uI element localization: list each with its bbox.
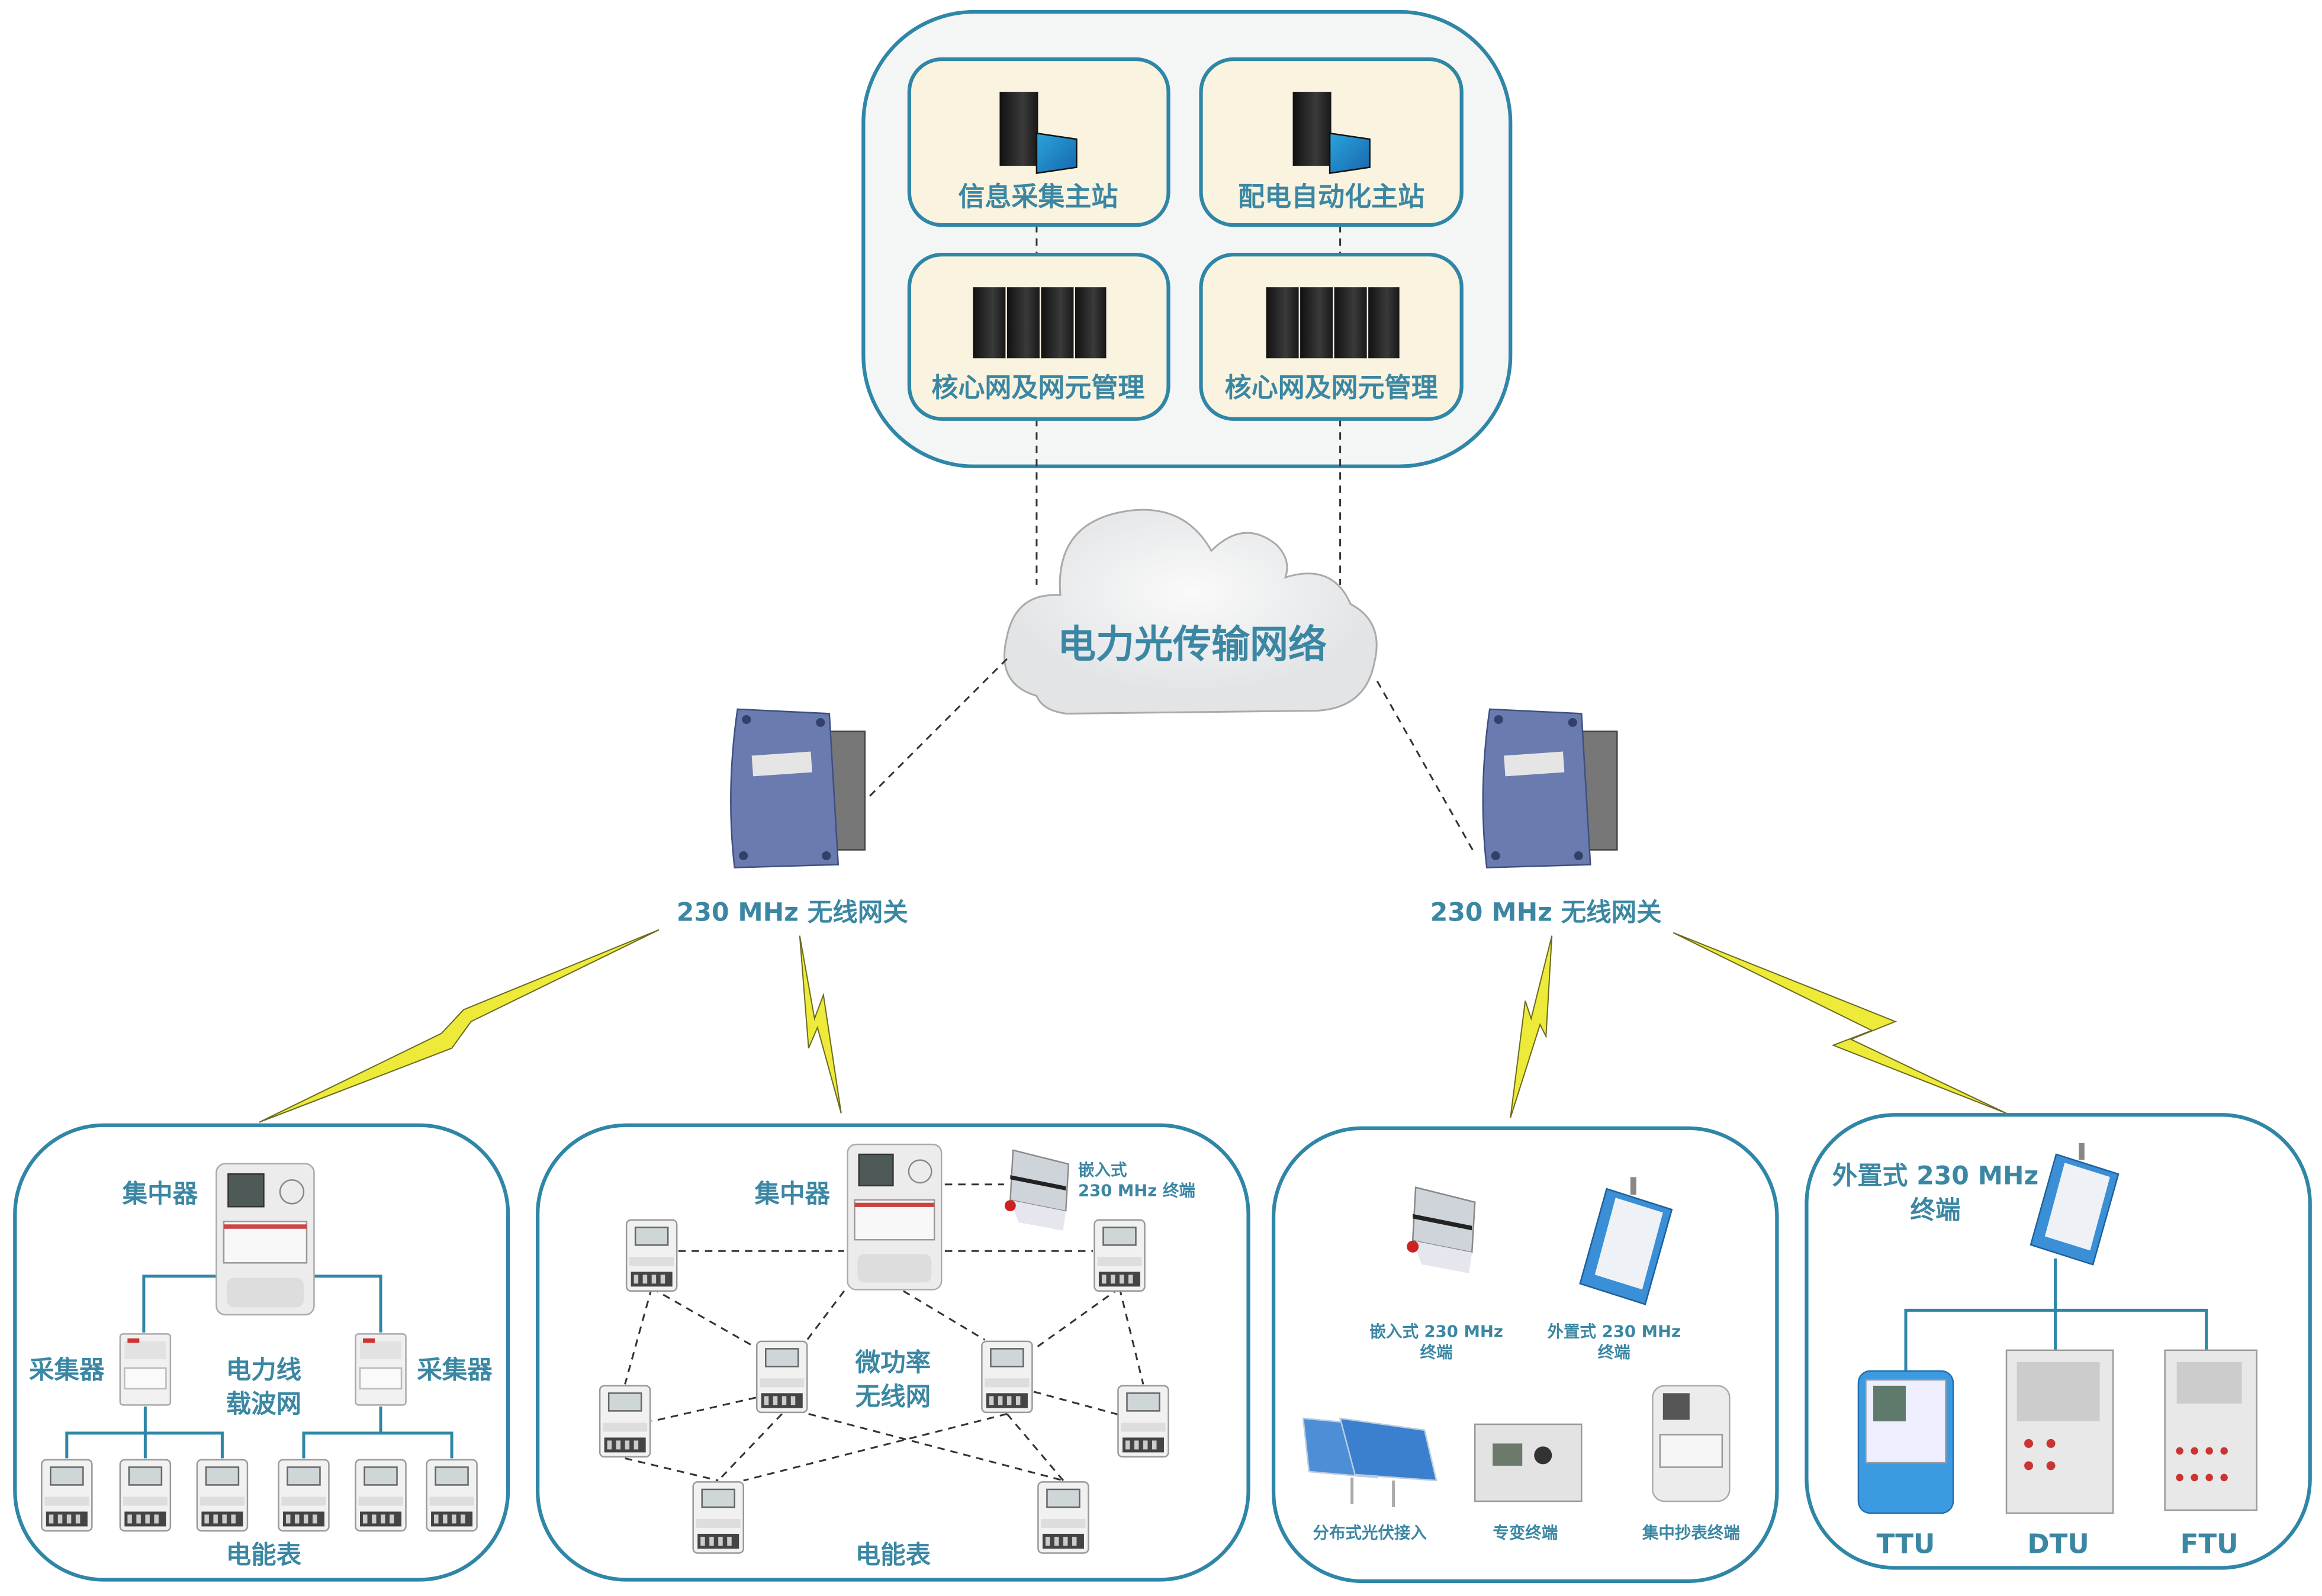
meter-device xyxy=(196,1459,249,1532)
server-rack-icon xyxy=(1266,287,1400,359)
meter-device xyxy=(692,1481,744,1554)
server-rack-icon xyxy=(973,287,1107,359)
distribution-automation-box: 外置式 230 MHz 终端 TTU DTU FTU xyxy=(1805,1113,2312,1570)
gateway-device-right xyxy=(1482,708,1618,868)
collector-label-left: 采集器 xyxy=(29,1356,105,1385)
meter-device xyxy=(1117,1385,1169,1458)
meter-device xyxy=(981,1340,1033,1414)
plc-network-box: 集中器 采集器 采集器 电力线 载波网 电能表 xyxy=(13,1123,510,1582)
ftu-label: FTU xyxy=(2181,1528,2239,1559)
external-terminal-label: 终端 xyxy=(1598,1343,1630,1362)
station-info-collection: 信息采集主站 xyxy=(907,57,1170,227)
master-station-group: 信息采集主站 配电自动化主站 核心网及网元管理 核心网及网元管理 xyxy=(861,9,1513,585)
ttu-label: TTU xyxy=(1876,1528,1935,1559)
terminal-box: 嵌入式 230 MHz 终端 外置式 230 MHz 终端 分布式光伏接入 专变… xyxy=(1271,1126,1779,1584)
station-core-network-1: 核心网及网元管理 xyxy=(907,253,1170,421)
station-core-network-2: 核心网及网元管理 xyxy=(1199,253,1464,421)
concentrator-device xyxy=(216,1163,315,1316)
meter-device xyxy=(1094,1219,1146,1292)
collector-label-right: 采集器 xyxy=(417,1356,493,1385)
connector-line xyxy=(866,658,1008,800)
station-label: 核心网及网元管理 xyxy=(931,372,1144,403)
wireless-link-icon xyxy=(1510,935,1553,1118)
ttu-device xyxy=(1857,1370,1954,1514)
meter-device xyxy=(625,1219,678,1292)
network-label: 微功率 xyxy=(855,1349,931,1378)
meter-device xyxy=(1037,1481,1089,1554)
meter-device xyxy=(41,1459,93,1532)
cloud-label: 电力光传输网络 xyxy=(1057,622,1327,667)
meter-device xyxy=(599,1385,651,1458)
micro-power-network-box: 集中器 嵌入式 230 MHz 终端 微功率 无线网 电能表 xyxy=(535,1123,1250,1582)
meter-device xyxy=(426,1459,478,1532)
embedded-terminal-label: 230 MHz 终端 xyxy=(1078,1182,1195,1201)
station-label: 配电自动化主站 xyxy=(1238,181,1424,213)
wireless-link-icon xyxy=(259,929,660,1123)
embedded-terminal-label: 嵌入式 xyxy=(1078,1161,1127,1180)
concentrator-label: 集中器 xyxy=(122,1180,198,1209)
connector-line xyxy=(1376,680,1475,852)
embedded-terminal-label: 嵌入式 230 MHz xyxy=(1369,1322,1503,1341)
meters-label: 电能表 xyxy=(226,1541,302,1570)
meter-device xyxy=(355,1459,407,1532)
embedded-terminal-label: 终端 xyxy=(1420,1343,1453,1362)
dedicated-terminal-label: 专变终端 xyxy=(1493,1523,1558,1542)
dedicated-terminal-device xyxy=(1474,1423,1583,1502)
meter-device xyxy=(119,1459,172,1532)
da-title: 终端 xyxy=(1910,1196,1960,1225)
server-monitor-icon xyxy=(999,92,1078,175)
network-label: 电力线 xyxy=(226,1356,302,1385)
external-terminal-label: 外置式 230 MHz xyxy=(1548,1322,1681,1341)
concentrator-label: 集中器 xyxy=(754,1180,831,1209)
meter-reading-terminal-device xyxy=(1652,1385,1731,1502)
gateway-label-left: 230 MHz 无线网关 xyxy=(677,899,908,928)
meter-reading-terminal-label: 集中抄表终端 xyxy=(1642,1523,1740,1542)
solar-label: 分布式光伏接入 xyxy=(1313,1523,1427,1542)
wireless-link-icon xyxy=(799,935,842,1114)
dtu-device xyxy=(2005,1349,2114,1514)
network-label: 无线网 xyxy=(856,1382,931,1411)
station-distribution-automation: 配电自动化主站 xyxy=(1199,57,1464,227)
collector-device xyxy=(119,1333,172,1406)
meters-label: 电能表 xyxy=(856,1541,931,1570)
dtu-label: DTU xyxy=(2027,1528,2089,1559)
ftu-device xyxy=(2164,1349,2257,1511)
collector-device xyxy=(355,1333,407,1406)
wireless-link-icon xyxy=(1673,932,2007,1114)
cloud-icon xyxy=(1004,509,1378,715)
meter-device xyxy=(755,1340,808,1414)
meter-device xyxy=(278,1459,330,1532)
server-monitor-icon xyxy=(1292,92,1371,175)
station-label: 核心网及网元管理 xyxy=(1225,372,1438,403)
gateway-label-right: 230 MHz 无线网关 xyxy=(1430,899,1662,928)
network-label: 载波网 xyxy=(226,1390,302,1419)
station-label: 信息采集主站 xyxy=(958,181,1118,213)
solar-panel-icon xyxy=(1302,1417,1437,1507)
da-title: 外置式 230 MHz xyxy=(1832,1162,2038,1191)
gateway-device-left xyxy=(730,708,866,868)
concentrator-device xyxy=(847,1143,943,1291)
optical-network-cloud: 电力光传输网络 xyxy=(1004,509,1378,715)
